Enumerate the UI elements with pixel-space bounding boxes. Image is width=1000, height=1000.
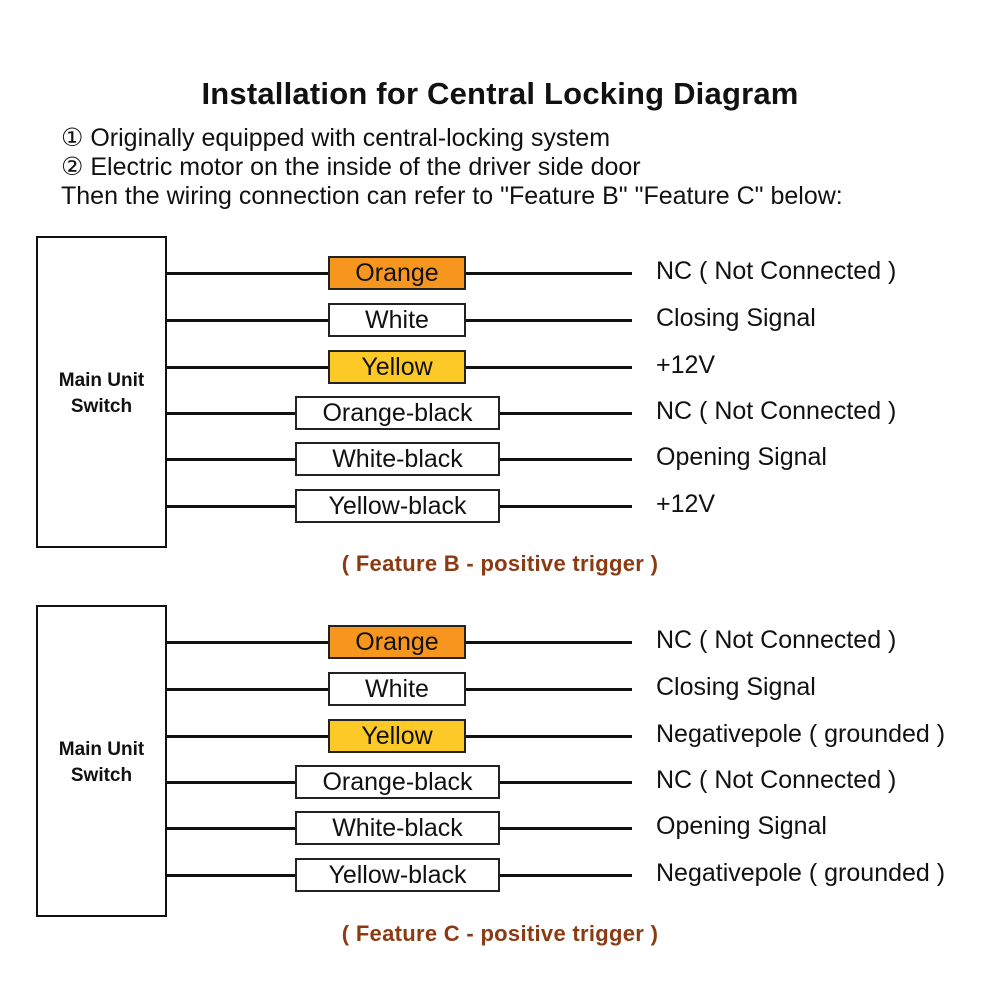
- wire-target: Closing Signal: [656, 304, 816, 332]
- wire-label-yellow-black: Yellow-black: [295, 489, 500, 523]
- wire-label-white: White: [328, 672, 466, 706]
- feature-c-caption: ( Feature C - positive trigger ): [341, 921, 659, 946]
- main-unit-switch-label: Main Unit Switch: [58, 370, 145, 417]
- wire-target: Negativepole ( grounded ): [656, 859, 946, 887]
- wire-label-yellow: Yellow: [328, 719, 466, 753]
- wire-target: Opening Signal: [656, 812, 827, 840]
- wire-label-white: White: [328, 303, 466, 337]
- wire-label-white-black: White-black: [295, 811, 500, 845]
- wire-target: Opening Signal: [656, 443, 827, 471]
- wire-target: +12V: [656, 351, 716, 379]
- intro-line-2: ② Electric motor on the inside of the dr…: [61, 153, 641, 181]
- wire-target: Negativepole ( grounded ): [656, 720, 946, 748]
- page-title: Installation for Central Locking Diagram: [201, 76, 799, 111]
- main-unit-switch-box: Main Unit Switch: [36, 605, 167, 917]
- main-unit-switch-label: Main Unit Switch: [58, 739, 145, 786]
- wire-label-orange-black: Orange-black: [295, 396, 500, 430]
- wire-target: +12V: [656, 490, 716, 518]
- wire-target: NC ( Not Connected ): [656, 626, 897, 654]
- wire-target: NC ( Not Connected ): [656, 397, 897, 425]
- intro-line-3: Then the wiring connection can refer to …: [61, 182, 843, 210]
- main-unit-switch-box: Main Unit Switch: [36, 236, 167, 548]
- intro-text: ① Originally equipped with central-locki…: [61, 124, 843, 211]
- wire-label-white-black: White-black: [295, 442, 500, 476]
- wire-label-orange: Orange: [328, 256, 466, 290]
- wire-target: Closing Signal: [656, 673, 816, 701]
- wire-label-yellow: Yellow: [328, 350, 466, 384]
- wire-label-orange: Orange: [328, 625, 466, 659]
- feature-b-caption: ( Feature B - positive trigger ): [341, 551, 659, 576]
- intro-line-1: ① Originally equipped with central-locki…: [61, 124, 611, 152]
- wire-label-yellow-black: Yellow-black: [295, 858, 500, 892]
- wire-target: NC ( Not Connected ): [656, 766, 897, 794]
- wire-target: NC ( Not Connected ): [656, 257, 897, 285]
- wire-label-orange-black: Orange-black: [295, 765, 500, 799]
